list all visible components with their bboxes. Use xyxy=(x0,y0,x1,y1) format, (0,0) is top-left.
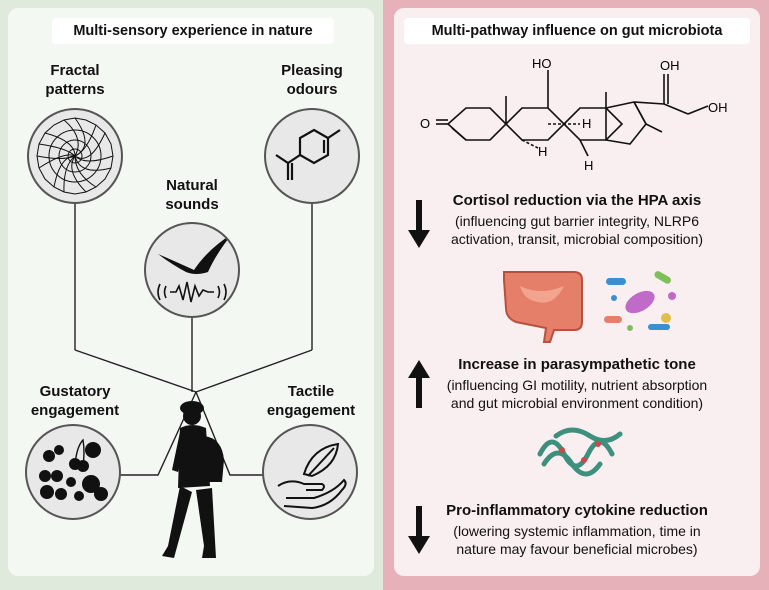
cytokine-heading: Pro-inflammatory cytokine reduction xyxy=(446,502,708,519)
gustatory-circle xyxy=(25,424,121,520)
sounds-label-line2: sounds xyxy=(165,196,219,213)
parasympathetic-desc-line2: and gut microbial environment condition) xyxy=(450,395,704,411)
tactile-label: Tactile engagement xyxy=(252,382,370,420)
odours-label: Pleasing odours xyxy=(262,61,362,99)
tactile-label-line2: engagement xyxy=(266,402,356,419)
odours-label-line1: Pleasing xyxy=(281,62,343,79)
parasympathetic-heading: Increase in parasympathetic tone xyxy=(458,356,696,373)
fractal-label-line1: Fractal xyxy=(50,62,100,79)
fractal-icon xyxy=(36,117,114,195)
sounds-circle xyxy=(144,222,240,318)
right-title: Multi-pathway influence on gut microbiot… xyxy=(404,18,750,44)
limonene-molecule-icon xyxy=(275,128,341,180)
parasympathetic-desc-line1: (influencing GI motility, nutrient absor… xyxy=(446,377,708,393)
mol-oh-end: OH xyxy=(708,100,728,115)
mol-ho-top: HO xyxy=(532,56,552,71)
microbes-icon xyxy=(604,271,676,331)
arrow-up-icon xyxy=(408,360,430,408)
intestine-icon xyxy=(503,271,583,343)
mol-h1: H xyxy=(582,116,591,131)
tactile-label-line1: Tactile xyxy=(287,383,335,400)
connector-lines xyxy=(74,178,313,476)
sounds-label-line1: Natural xyxy=(166,177,218,194)
gustatory-label: Gustatory engagement xyxy=(16,382,134,420)
connector-fractal-diag xyxy=(74,349,197,393)
connector-odours-diag xyxy=(195,349,313,393)
fractal-label: Fractal patterns xyxy=(25,61,125,99)
cortisol-molecule: HO O OH OH H H H xyxy=(420,56,728,173)
fractal-label-line2: patterns xyxy=(45,81,105,98)
connector-gustatory xyxy=(120,391,197,476)
cytokine-desc-line1: (lowering systemic inflammation, time in xyxy=(453,523,701,539)
berries-icon xyxy=(39,438,108,501)
cytokine-protein-icon xyxy=(537,427,623,477)
hiker-silhouette xyxy=(162,401,224,558)
sounds-label: Natural sounds xyxy=(142,176,242,214)
mol-h2: H xyxy=(538,144,547,159)
arrow-down-icon xyxy=(408,506,430,554)
hand-leaf-icon xyxy=(277,442,347,510)
mol-oxo: O xyxy=(420,116,430,131)
connector-tactile xyxy=(195,391,265,476)
arrow-down-icon xyxy=(408,200,430,248)
bird-sound-icon xyxy=(157,234,232,303)
cortisol-heading: Cortisol reduction via the HPA axis xyxy=(452,192,702,209)
cortisol-desc-line2: activation, transit, microbial compositi… xyxy=(450,231,704,247)
cortisol-desc-line1: (influencing gut barrier integrity, NLRP… xyxy=(454,213,700,229)
mol-h3: H xyxy=(584,158,593,173)
tactile-circle xyxy=(262,424,358,520)
odours-circle xyxy=(264,108,360,204)
odours-label-line2: odours xyxy=(286,81,338,98)
left-title: Multi-sensory experience in nature xyxy=(52,18,334,44)
cytokine-desc-line2: nature may favour beneficial microbes) xyxy=(456,541,698,557)
gustatory-label-line1: Gustatory xyxy=(39,383,111,400)
fractal-circle xyxy=(27,108,123,204)
gustatory-label-line2: engagement xyxy=(30,402,120,419)
mol-oh-side: OH xyxy=(660,58,680,73)
